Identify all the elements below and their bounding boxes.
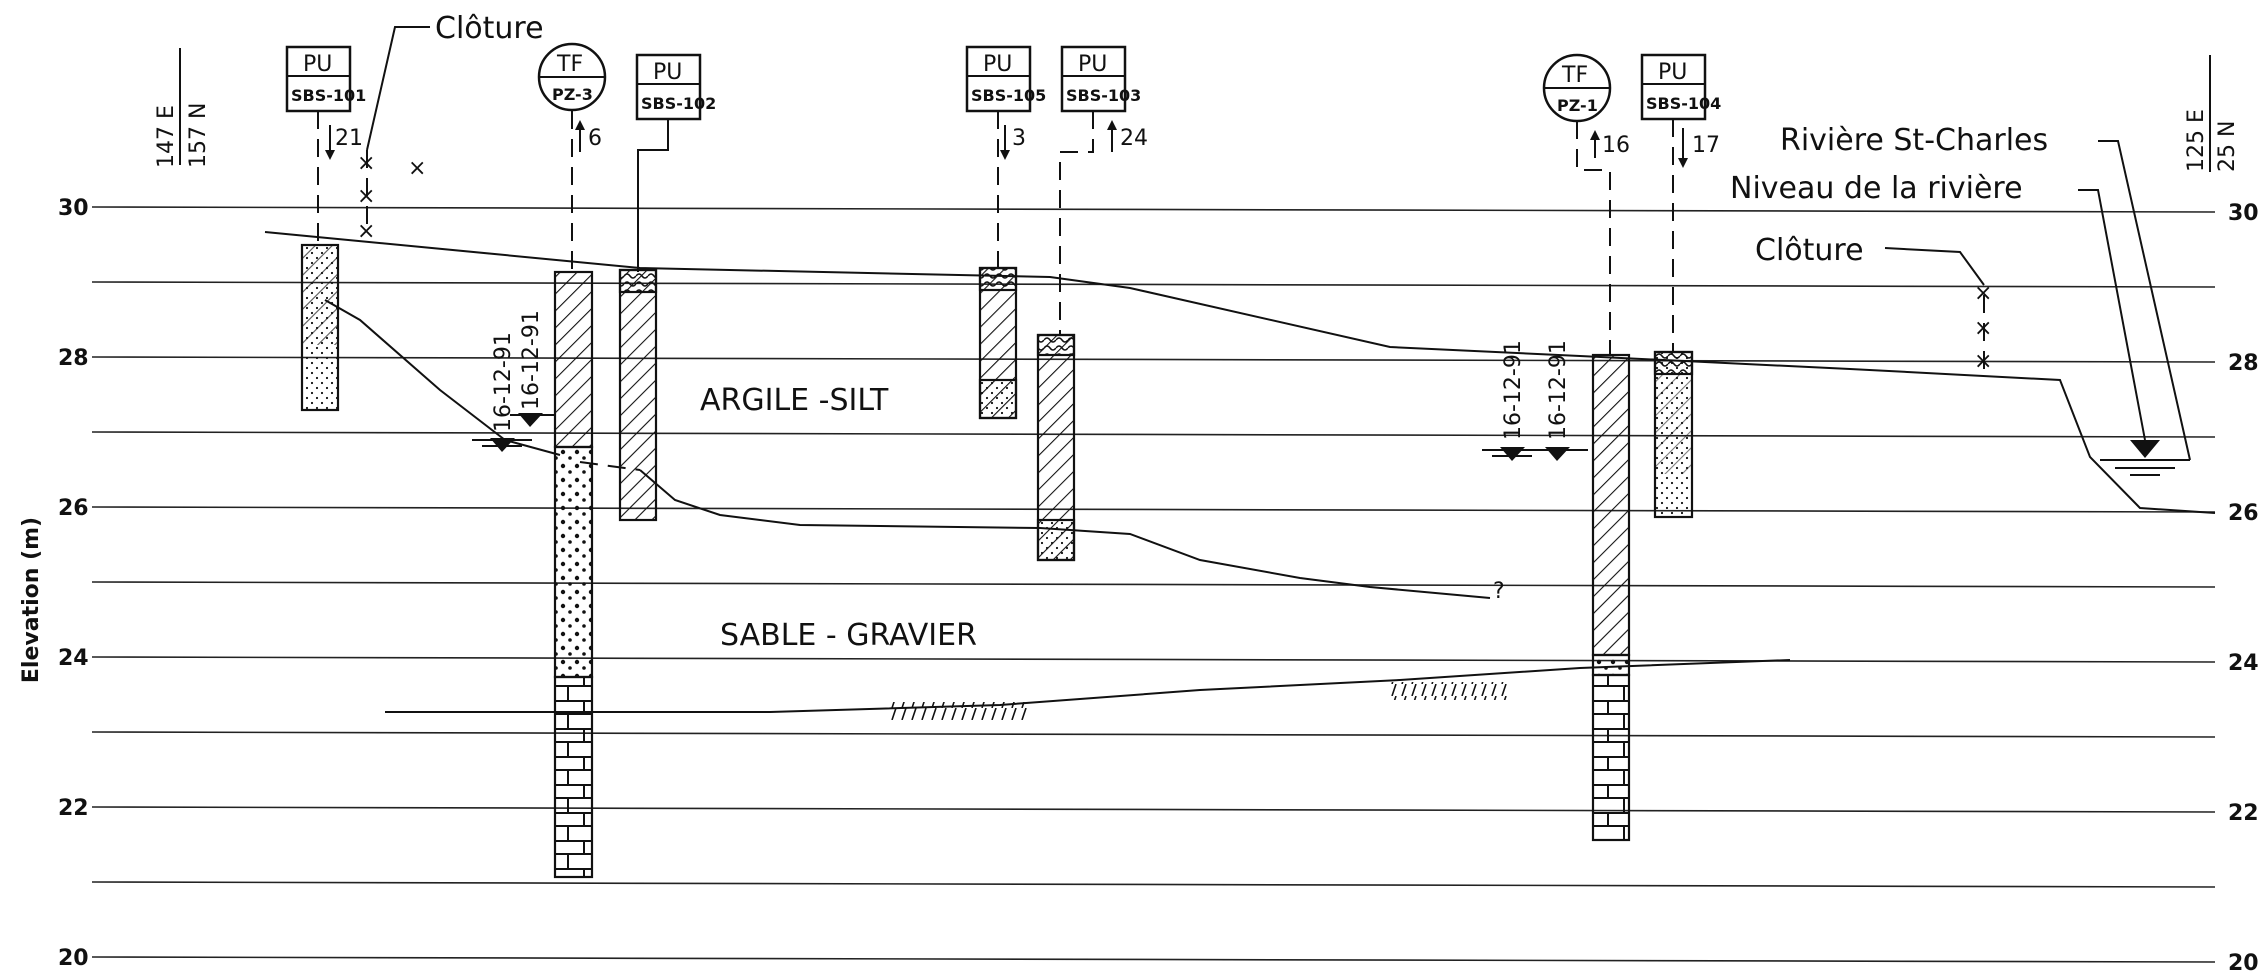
svg-text:×: ×	[1974, 349, 1992, 374]
borehole-offset: 3	[1012, 126, 1026, 151]
y-tick-left: 22	[58, 796, 89, 821]
y-axis-left: 30 28 26 24 22 20	[58, 196, 89, 971]
uncertain-contact-mark: ?	[1493, 579, 1505, 604]
svg-text:×: ×	[357, 151, 375, 176]
fence-label-left: Clôture	[435, 11, 544, 46]
y-tick-left: 24	[58, 646, 89, 671]
borehole-pz-3[interactable]: TF PZ-3 6	[537, 42, 607, 879]
y-tick-left: 20	[58, 946, 89, 971]
elevation-grid	[91, 206, 2216, 963]
svg-text:×: ×	[1974, 316, 1992, 341]
left-easting: 147 E	[154, 105, 179, 168]
water-level-date: 16-12-91	[1501, 340, 1526, 440]
water-level-pz3: 16-12-91 16-12-91	[472, 310, 555, 452]
fence-left: × × × × Clôture	[357, 11, 544, 244]
borehole-name: PZ-1	[1557, 96, 1598, 115]
borehole-name: PZ-3	[552, 85, 593, 104]
river-water-level-icon	[2130, 440, 2160, 458]
left-northing: 157 N	[186, 103, 211, 168]
borehole-offset: 24	[1120, 126, 1148, 151]
y-tick-right: 24	[2228, 651, 2259, 676]
borehole-name: SBS-102	[641, 94, 716, 113]
borehole-type: PU	[983, 52, 1012, 77]
borehole-name: SBS-103	[1066, 86, 1141, 105]
svg-text:×: ×	[357, 184, 375, 209]
borehole-offset: 21	[335, 126, 363, 151]
borehole-type: TF	[1561, 63, 1588, 88]
y-axis-label: Elevation (m)	[19, 517, 44, 683]
borehole-name: SBS-105	[971, 86, 1046, 105]
bedrock-symbol	[890, 682, 1510, 720]
right-northing: 25 N	[2215, 121, 2240, 172]
svg-text:×: ×	[408, 156, 426, 181]
borehole-sbs-102[interactable]: PU SBS-102	[618, 53, 716, 522]
right-end-coordinates: 125 E 25 N	[2184, 55, 2240, 172]
clay-silt-base-line-2	[639, 469, 1491, 599]
borehole-offset: 16	[1602, 133, 1630, 158]
stratum-label-sable-gravier: SABLE - GRAVIER	[720, 618, 977, 653]
svg-text:×: ×	[357, 219, 375, 244]
borehole-type: PU	[303, 52, 332, 77]
borehole-type: PU	[1078, 52, 1107, 77]
fence-label-right: Clôture	[1755, 233, 1864, 268]
y-tick-right: 20	[2228, 951, 2259, 976]
water-level-date: 16-12-91	[1546, 340, 1571, 440]
borehole-type: TF	[556, 52, 583, 77]
y-tick-right: 30	[2228, 201, 2259, 226]
river-level-label: Niveau de la rivière	[1730, 171, 2023, 206]
water-level-date: 16-12-91	[491, 332, 516, 432]
y-axis-right: 30 28 26 24 22 20	[2228, 201, 2259, 976]
right-easting: 125 E	[2184, 109, 2209, 172]
svg-text:×: ×	[1974, 281, 1992, 306]
clay-silt-base-line	[324, 299, 561, 456]
river-annotations: Rivière St-Charles Niveau de la rivière	[1730, 123, 2191, 476]
water-level-date: 16-12-91	[519, 310, 544, 410]
left-end-coordinates: 147 E 157 N	[154, 48, 211, 168]
borehole-type: PU	[1658, 60, 1687, 85]
sand-gravel-base-line	[385, 659, 1791, 713]
y-tick-left: 26	[58, 496, 89, 521]
river-name-label: Rivière St-Charles	[1780, 123, 2048, 158]
borehole-type: PU	[653, 60, 682, 85]
fence-right: × × × Clôture	[1755, 233, 1992, 374]
ground-surface-line	[264, 231, 2216, 514]
borehole-sbs-104[interactable]: PU SBS-104 17	[1640, 53, 1721, 519]
borehole-pz-1[interactable]: TF PZ-1 16	[1542, 53, 1631, 842]
y-tick-left: 28	[58, 346, 89, 371]
borehole-sbs-103[interactable]: PU SBS-103 24	[1036, 45, 1148, 562]
y-tick-left: 30	[58, 196, 89, 221]
borehole-sbs-101[interactable]: PU SBS-101 21	[285, 45, 366, 412]
water-level-pz1: 16-12-91 16-12-91	[1482, 340, 1588, 461]
borehole-offset: 6	[588, 126, 602, 151]
y-tick-right: 26	[2228, 501, 2259, 526]
y-tick-right: 28	[2228, 351, 2259, 376]
borehole-name: SBS-101	[291, 86, 366, 105]
borehole-sbs-105[interactable]: PU SBS-105 3	[965, 45, 1046, 420]
stratum-label-argile-silt: ARGILE -SILT	[700, 383, 889, 418]
borehole-name: SBS-104	[1646, 94, 1721, 113]
borehole-offset: 17	[1692, 133, 1720, 158]
y-tick-right: 22	[2228, 801, 2259, 826]
